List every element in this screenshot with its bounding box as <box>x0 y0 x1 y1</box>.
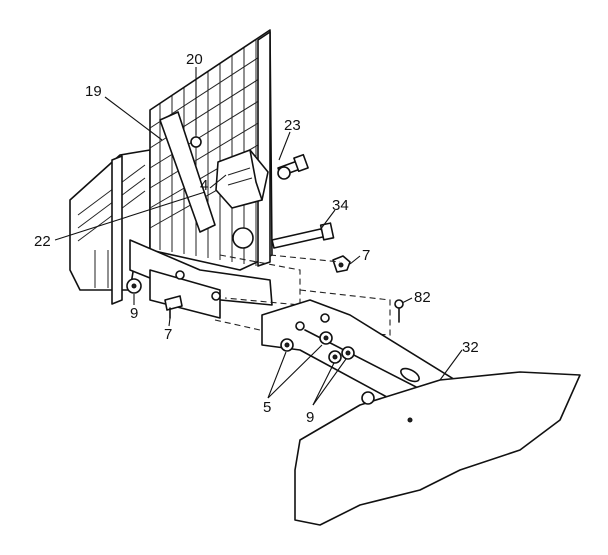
callout-7-lower: 7 <box>164 326 172 343</box>
bolt-34 <box>232 222 335 249</box>
nut-9-left <box>126 278 142 294</box>
callout-9-left: 9 <box>130 305 138 322</box>
callout-22: 22 <box>34 233 51 250</box>
lever-arm <box>159 111 216 233</box>
callout-32: 32 <box>462 339 479 356</box>
callout-4: 4 <box>200 177 208 194</box>
bracket-plate <box>129 239 273 319</box>
bolt-7-lower <box>164 295 183 319</box>
bolt-23 <box>277 153 309 180</box>
control-box <box>215 149 269 209</box>
bolt-82 <box>394 299 404 323</box>
callout-5: 5 <box>263 399 271 416</box>
callout-82: 82 <box>414 289 431 306</box>
callout-34: 34 <box>332 197 349 214</box>
callout-19: 19 <box>85 83 102 100</box>
callout-23: 23 <box>284 117 301 134</box>
callout-20: 20 <box>186 51 203 68</box>
nut-7-upper <box>332 255 351 273</box>
callouts: 20 19 23 4 34 22 7 9 7 82 32 5 9 <box>34 51 479 426</box>
leader-lines <box>54 67 463 406</box>
nuts-9-lower <box>328 346 355 364</box>
lower-chassis <box>294 371 581 526</box>
callout-9-lower: 9 <box>306 409 314 426</box>
frame-body <box>69 29 273 305</box>
callout-7-upper: 7 <box>362 247 370 264</box>
nuts-5 <box>280 331 333 352</box>
